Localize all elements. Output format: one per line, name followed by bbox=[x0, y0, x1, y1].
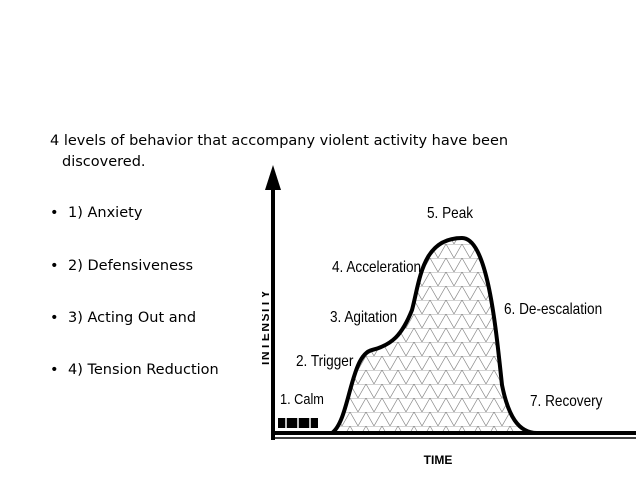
y-axis-arrow-icon bbox=[265, 165, 281, 190]
intensity-area bbox=[332, 238, 537, 433]
escalation-cycle-diagram: INTENSITY TIME 1. Calm 2. Trigger 3. Agi… bbox=[262, 165, 636, 467]
list-item: • 1) Anxiety bbox=[50, 204, 142, 222]
bullet-marker: • bbox=[50, 362, 59, 378]
calm-marker-icon bbox=[278, 418, 318, 428]
list-item-text: 3) Acting Out and bbox=[68, 310, 197, 326]
stage-label-peak: 5. Peak bbox=[427, 205, 474, 222]
list-item-text: 1) Anxiety bbox=[68, 205, 143, 221]
bullet-marker: • bbox=[50, 258, 59, 274]
intensity-curve bbox=[330, 235, 538, 435]
stage-label-calm: 1. Calm bbox=[280, 390, 324, 407]
baseline-band bbox=[272, 431, 636, 435]
intro-line-1: 4 levels of behavior that accompany viol… bbox=[50, 133, 509, 149]
stage-label-acceleration: 4. Acceleration bbox=[332, 259, 421, 276]
list-item: • 4) Tension Reduction bbox=[50, 361, 219, 379]
intro-line-2: discovered. bbox=[62, 154, 146, 170]
bullet-marker: • bbox=[50, 310, 59, 326]
stage-label-agitation: 3. Agitation bbox=[330, 309, 397, 326]
stage-label-trigger: 2. Trigger bbox=[296, 353, 353, 370]
x-axis-label: TIME bbox=[424, 453, 453, 467]
bullet-marker: • bbox=[50, 205, 59, 221]
list-item-text: 4) Tension Reduction bbox=[68, 362, 219, 378]
stage-label-recovery: 7. Recovery bbox=[530, 393, 603, 410]
list-item: • 3) Acting Out and bbox=[50, 309, 196, 327]
intro-text: 4 levels of behavior that accompany viol… bbox=[50, 131, 530, 173]
y-axis-label: INTENSITY bbox=[262, 289, 272, 365]
stage-label-de-escalation: 6. De-escalation bbox=[504, 301, 602, 318]
list-item-text: 2) Defensiveness bbox=[68, 258, 194, 274]
list-item: • 2) Defensiveness bbox=[50, 257, 193, 275]
